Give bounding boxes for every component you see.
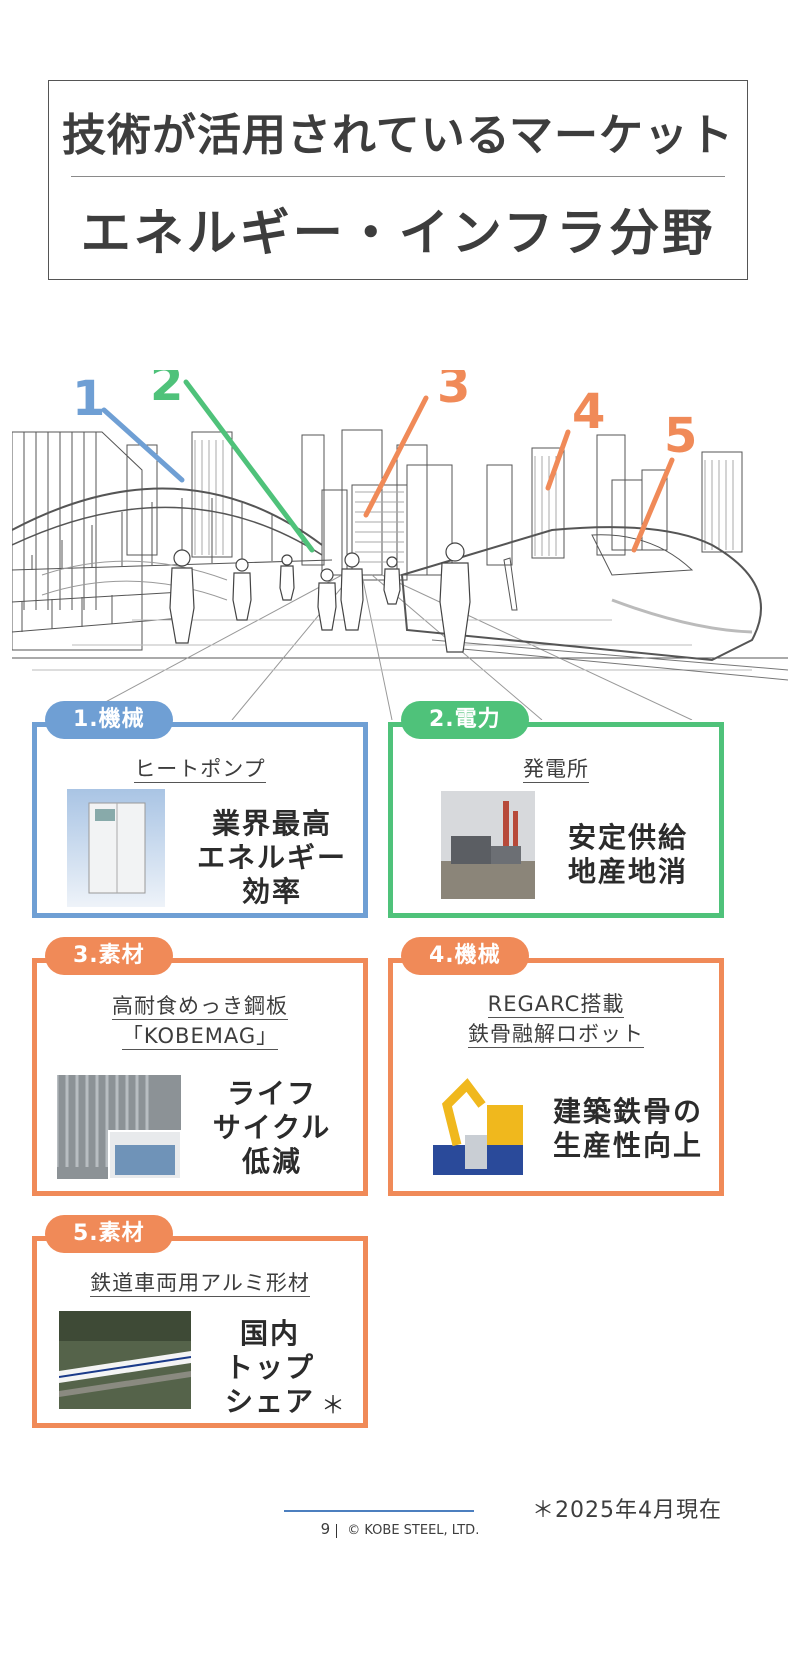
card-tag: 4.機械	[401, 937, 529, 975]
asterisk-mark: ＊	[321, 1391, 345, 1419]
footer: 9 © KOBE STEEL, LTD.	[0, 1520, 800, 1538]
marker-2: 2	[150, 370, 183, 412]
marker-3: 3	[437, 370, 470, 414]
card-tag: 2.電力	[401, 701, 529, 739]
bullet-train-photo	[59, 1311, 191, 1409]
power-plant-photo	[441, 791, 535, 899]
page-subtitle: エネルギー・インフラ分野	[80, 204, 716, 262]
steel-sheet-photo	[57, 1075, 181, 1179]
title-box: 技術が活用されているマーケット エネルギー・インフラ分野	[48, 80, 748, 280]
card-highlight: 業界最高 エネルギー 効率	[196, 807, 347, 908]
card-highlight: ライフ サイクル 低減	[212, 1077, 332, 1178]
card-caption: 高耐食めっき鋼板 「KOBEMAG」	[112, 994, 288, 1050]
marker-5: 5	[664, 408, 697, 464]
date-note: ＊2025年4月現在	[532, 1498, 722, 1523]
card-4-machinery: 4.機械 REGARC搭載 鉄骨融解ロボット 建築鉄骨の 生産性向上	[388, 937, 724, 1196]
card-caption: 発電所	[523, 757, 589, 783]
copyright: © KOBE STEEL, LTD.	[347, 1523, 480, 1538]
marker-4: 4	[572, 384, 605, 440]
card-highlight: 建築鉄骨の 生産性向上	[552, 1095, 703, 1162]
card-highlight: 安定供給 地産地消	[567, 821, 688, 888]
card-highlight: 国内 トップ シェア	[224, 1317, 315, 1418]
title-divider	[71, 176, 725, 177]
card-1-machinery: 1.機械 ヒートポンプ 業界最高 エネルギー 効率	[32, 701, 368, 918]
card-2-power: 2.電力 発電所 安定供給 地産地消	[388, 701, 724, 918]
page-title: 技術が活用されているマーケット	[62, 110, 734, 161]
card-caption: REGARC搭載 鉄骨融解ロボット	[468, 992, 644, 1048]
infrastructure-illustration: 1 2 3 4 5	[12, 370, 788, 720]
heat-pump-photo	[67, 789, 165, 907]
welding-robot-photo	[427, 1075, 531, 1181]
card-caption: 鉄道車両用アルミ形材	[90, 1271, 310, 1297]
card-caption: ヒートポンプ	[134, 757, 266, 783]
card-5-material: 5.素材 鉄道車両用アルミ形材 国内 トップ シェア ＊	[32, 1215, 368, 1428]
card-3-material: 3.素材 高耐食めっき鋼板 「KOBEMAG」 ライフ サイクル 低減	[32, 937, 368, 1196]
marker-1: 1	[72, 371, 105, 427]
page-number: 9	[320, 1520, 331, 1538]
card-tag: 3.素材	[45, 937, 173, 975]
card-tag: 5.素材	[45, 1215, 173, 1253]
card-tag: 1.機械	[45, 701, 173, 739]
footer-separator	[336, 1523, 338, 1538]
footer-divider	[284, 1510, 474, 1512]
